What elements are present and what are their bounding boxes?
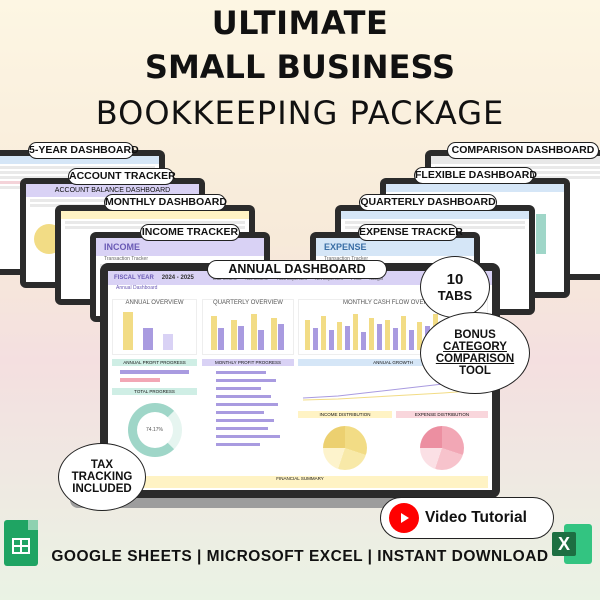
label-account-tracker: ACCOUNT TRACKER — [68, 168, 176, 185]
income-distribution-panel: INCOME DISTRIBUTION — [298, 411, 392, 481]
progress-donut: 74.17% — [127, 403, 182, 457]
tabs-word: TABS — [437, 288, 473, 303]
expense-header: EXPENSE — [316, 238, 474, 256]
tax-badge: TAX TRACKING INCLUDED — [58, 443, 146, 511]
tabs-number: 10 — [446, 271, 464, 288]
annual-overview-title: ANNUAL OVERVIEW — [125, 300, 184, 306]
footer-text: GOOGLE SHEETS | MICROSOFT EXCEL | INSTAN… — [51, 548, 549, 565]
expense-distribution-title: EXPENSE DISTRIBUTION — [396, 411, 488, 418]
total-progress-title: TOTAL PROGRESS — [112, 388, 197, 395]
label-quarterly: QUARTERLY DASHBOARD — [359, 194, 497, 211]
label-expense-tracker: EXPENSE TRACKER — [358, 224, 463, 241]
fiscal-range: 2024 - 2025 — [161, 275, 194, 281]
income-sub: Transaction Tracker — [104, 256, 148, 262]
financial-summary: FINANCIAL SUMMARY — [112, 476, 488, 488]
bonus-line3: COMPARISON — [435, 353, 515, 365]
quarterly-bars — [209, 310, 289, 350]
bonus-line4: TOOL — [459, 365, 491, 377]
income-pie — [323, 426, 367, 470]
page-title-line2: SMALL BUSINESS — [144, 48, 456, 86]
label-annual: ANNUAL DASHBOARD — [207, 260, 387, 279]
progress-value: 74.17% — [146, 427, 163, 433]
bar-income — [123, 312, 133, 350]
google-sheets-icon — [4, 520, 38, 566]
income-header: INCOME — [96, 238, 264, 256]
annual-profit-progress-panel: ANNUAL PROFIT PROGRESS TOTAL PROGRESS 74… — [112, 359, 197, 479]
annual-overview-bars — [121, 308, 191, 350]
expense-sub: Transaction Tracker — [324, 256, 368, 262]
label-flexible: FLEXIBLE DASHBOARD — [414, 167, 537, 184]
annual-growth-title: ANNUAL GROWTH — [298, 359, 488, 366]
label-comparison: COMPARISON DASHBOARD — [447, 142, 599, 159]
label-five-year: 5-YEAR DASHBOARD — [28, 142, 139, 159]
label-income-tracker: INCOME TRACKER — [140, 224, 240, 241]
tax-line2: TRACKING — [71, 471, 133, 483]
label-monthly: MONTHLY DASHBOARD — [104, 194, 227, 211]
play-icon — [389, 503, 419, 533]
video-tutorial-button[interactable]: Video Tutorial — [380, 497, 554, 539]
income-distribution-title: INCOME DISTRIBUTION — [298, 411, 392, 418]
account-header: ACCOUNT BALANCE DASHBOARD — [26, 184, 199, 197]
annual-profit-title: ANNUAL PROFIT PROGRESS — [112, 359, 197, 366]
microsoft-excel-icon: X — [552, 522, 594, 566]
expense-distribution-panel: EXPENSE DISTRIBUTION — [396, 411, 488, 481]
bonus-line2: CATEGORY — [443, 341, 507, 353]
bar-expense — [143, 328, 153, 350]
quarterly-overview-panel: QUARTERLY OVERVIEW — [202, 299, 294, 355]
video-tutorial-label: Video Tutorial — [425, 509, 527, 526]
tax-line3: INCLUDED — [72, 483, 132, 495]
quarterly-overview-title: QUARTERLY OVERVIEW — [213, 300, 283, 306]
page-title-line1: ULTIMATE — [211, 4, 389, 42]
tax-line1: TAX — [90, 459, 114, 471]
laptop-base — [70, 498, 530, 508]
bonus-badge: BONUS CATEGORY COMPARISON TOOL — [420, 312, 530, 394]
page-title-line3: BOOKKEEPING PACKAGE — [95, 94, 505, 132]
annual-overview-panel: ANNUAL OVERVIEW — [112, 299, 197, 355]
tabs-badge: 10 TABS — [420, 256, 490, 318]
annual-subtitle: Annual Dashboard — [116, 285, 158, 291]
bar-profit — [163, 334, 173, 350]
bonus-line1: BONUS — [454, 329, 496, 341]
monthly-overview-title: MONTHLY CASH FLOW OVERVIEW — [342, 300, 443, 306]
expense-pie — [420, 426, 464, 470]
monthly-profit-title: MONTHLY PROFIT PROGRESS — [202, 359, 294, 366]
monthly-profit-panel: MONTHLY PROFIT PROGRESS — [202, 359, 294, 479]
fiscal-year-label: FISCAL YEAR — [114, 275, 154, 281]
